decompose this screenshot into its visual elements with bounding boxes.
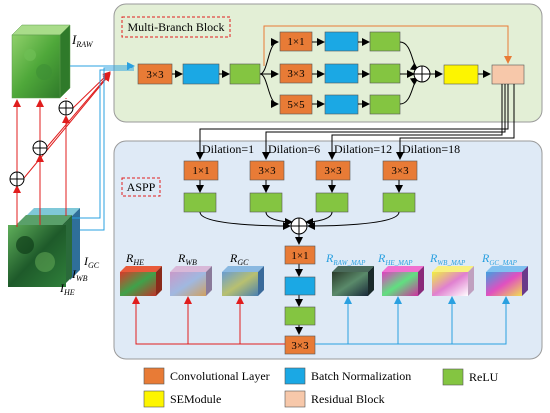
- output-cube-r-he: [120, 266, 162, 296]
- mb-relu-input: [229, 63, 261, 85]
- mb-branch2-relu: [369, 63, 401, 84]
- output-label-r-he: RHE: [125, 251, 144, 267]
- aspp-conv-d6-label: 3×3: [258, 165, 276, 177]
- mb-se-module: [443, 64, 479, 85]
- legend-swatch-bn: [284, 367, 306, 385]
- input-sum-node-3: [58, 100, 74, 116]
- aspp-relu-2: [249, 192, 283, 213]
- aspp-conv-1x1: [183, 160, 219, 181]
- aspp-conv-3x3-d12: [315, 160, 351, 181]
- multi-branch-panel: [113, 3, 543, 123]
- aspp-title: ASPP: [127, 180, 156, 194]
- aspp-conv-3x3-d6: [249, 160, 285, 181]
- output-cube-r-wb-map: [432, 266, 474, 296]
- mb-input-arrows: [172, 38, 279, 108]
- input-sum-node-1: [9, 171, 25, 187]
- output-label-r-he-map: RHE_MAP: [377, 251, 413, 267]
- output-label-r-wb-map: RWB_MAP: [429, 251, 466, 267]
- legend-label-res: Residual Block: [311, 392, 385, 406]
- output-cube-r-gc: [222, 266, 264, 296]
- aspp-sum-node: [290, 217, 308, 235]
- mb-branch1-conv-label: 1×1: [287, 36, 304, 48]
- aspp-center-conv-3x3: [284, 335, 316, 355]
- legend-swatch-se: [143, 390, 165, 408]
- aspp-conv-d12-label: 3×3: [324, 165, 342, 177]
- mb-branch2-conv-label: 3×3: [287, 68, 305, 80]
- input-he-label: IHE: [59, 281, 75, 297]
- aspp-input-lines: [196, 84, 515, 160]
- aspp-relu-3: [315, 192, 349, 213]
- output-cube-r-he-map: [382, 266, 424, 296]
- output-cube-r-raw-map: [332, 266, 374, 296]
- output-label-r-raw-map: RRAW_MAP: [325, 251, 366, 267]
- output-label-r-gc-map: RGC_MAP: [481, 251, 518, 267]
- input-sum-node-2: [32, 140, 48, 156]
- output-label-r-wb: RWB: [177, 251, 197, 267]
- output-cube-r-wb: [170, 266, 212, 296]
- mb-branch3-conv-label: 5×5: [287, 99, 305, 111]
- multi-branch-title: Multi-Branch Block: [128, 20, 225, 34]
- mb-skip-connection: [263, 25, 512, 66]
- aspp-center-conv-3x3-label: 3×3: [291, 340, 309, 352]
- legend-label-bn: Batch Normalization: [311, 369, 411, 383]
- aspp-center-conv-1x1: [284, 245, 316, 265]
- aspp-center-bn: [284, 276, 316, 296]
- aspp-center-relu: [284, 306, 316, 326]
- legend: Convolutional Layer Batch Normalization …: [143, 367, 499, 408]
- output-blue-connectors: [315, 296, 510, 345]
- aspp-relu-1: [183, 192, 217, 213]
- legend-swatch-res: [284, 390, 306, 408]
- aspp-panel: [113, 140, 543, 360]
- mb-branch1-relu: [369, 31, 401, 52]
- input-blue-lines: [70, 62, 135, 231]
- aspp-title-frame: [121, 177, 161, 197]
- aspp-dilation-6: Dilation=6: [268, 142, 320, 156]
- input-he-cube: [8, 208, 80, 287]
- output-red-connectors: [132, 296, 285, 345]
- output-cube-r-gc-map: [486, 266, 528, 296]
- aspp-relu-4: [382, 192, 416, 213]
- mb-bn-input: [182, 63, 220, 85]
- mb-branch1-bn: [324, 31, 359, 52]
- input-raw-cube: [11, 24, 71, 99]
- legend-swatch-conv: [143, 367, 165, 385]
- aspp-dilation-1: Dilation=1: [202, 142, 254, 156]
- aspp-dilation-18: Dilation=18: [402, 142, 460, 156]
- input-wb-label: IWB: [71, 267, 88, 283]
- output-label-r-gc: RGC: [229, 251, 249, 267]
- legend-label-relu: ReLU: [469, 370, 499, 384]
- mb-branch3-bn: [324, 94, 359, 115]
- mb-conv-3x3-input-label: 3×3: [146, 69, 164, 81]
- input-gc-label: IGC: [83, 254, 100, 270]
- aspp-branch-arrows: [196, 180, 403, 335]
- legend-label-conv: Convolutional Layer: [170, 369, 270, 383]
- aspp-center-conv-1x1-label: 1×1: [291, 250, 308, 262]
- mb-residual-block: [491, 64, 525, 85]
- legend-swatch-relu: [442, 368, 464, 386]
- aspp-dilation-12: Dilation=12: [334, 142, 392, 156]
- aspp-conv-1x1-label: 1×1: [192, 165, 209, 177]
- mb-branch2-bn: [324, 63, 359, 84]
- multi-branch-title-frame: [121, 16, 231, 38]
- mb-branch3-relu: [369, 94, 401, 115]
- mb-sum-node: [413, 65, 431, 83]
- aspp-conv-3x3-d18: [382, 160, 418, 181]
- legend-label-se: SEModule: [170, 392, 221, 406]
- input-raw-label: IRAW: [71, 32, 94, 49]
- aspp-conv-d18-label: 3×3: [391, 165, 409, 177]
